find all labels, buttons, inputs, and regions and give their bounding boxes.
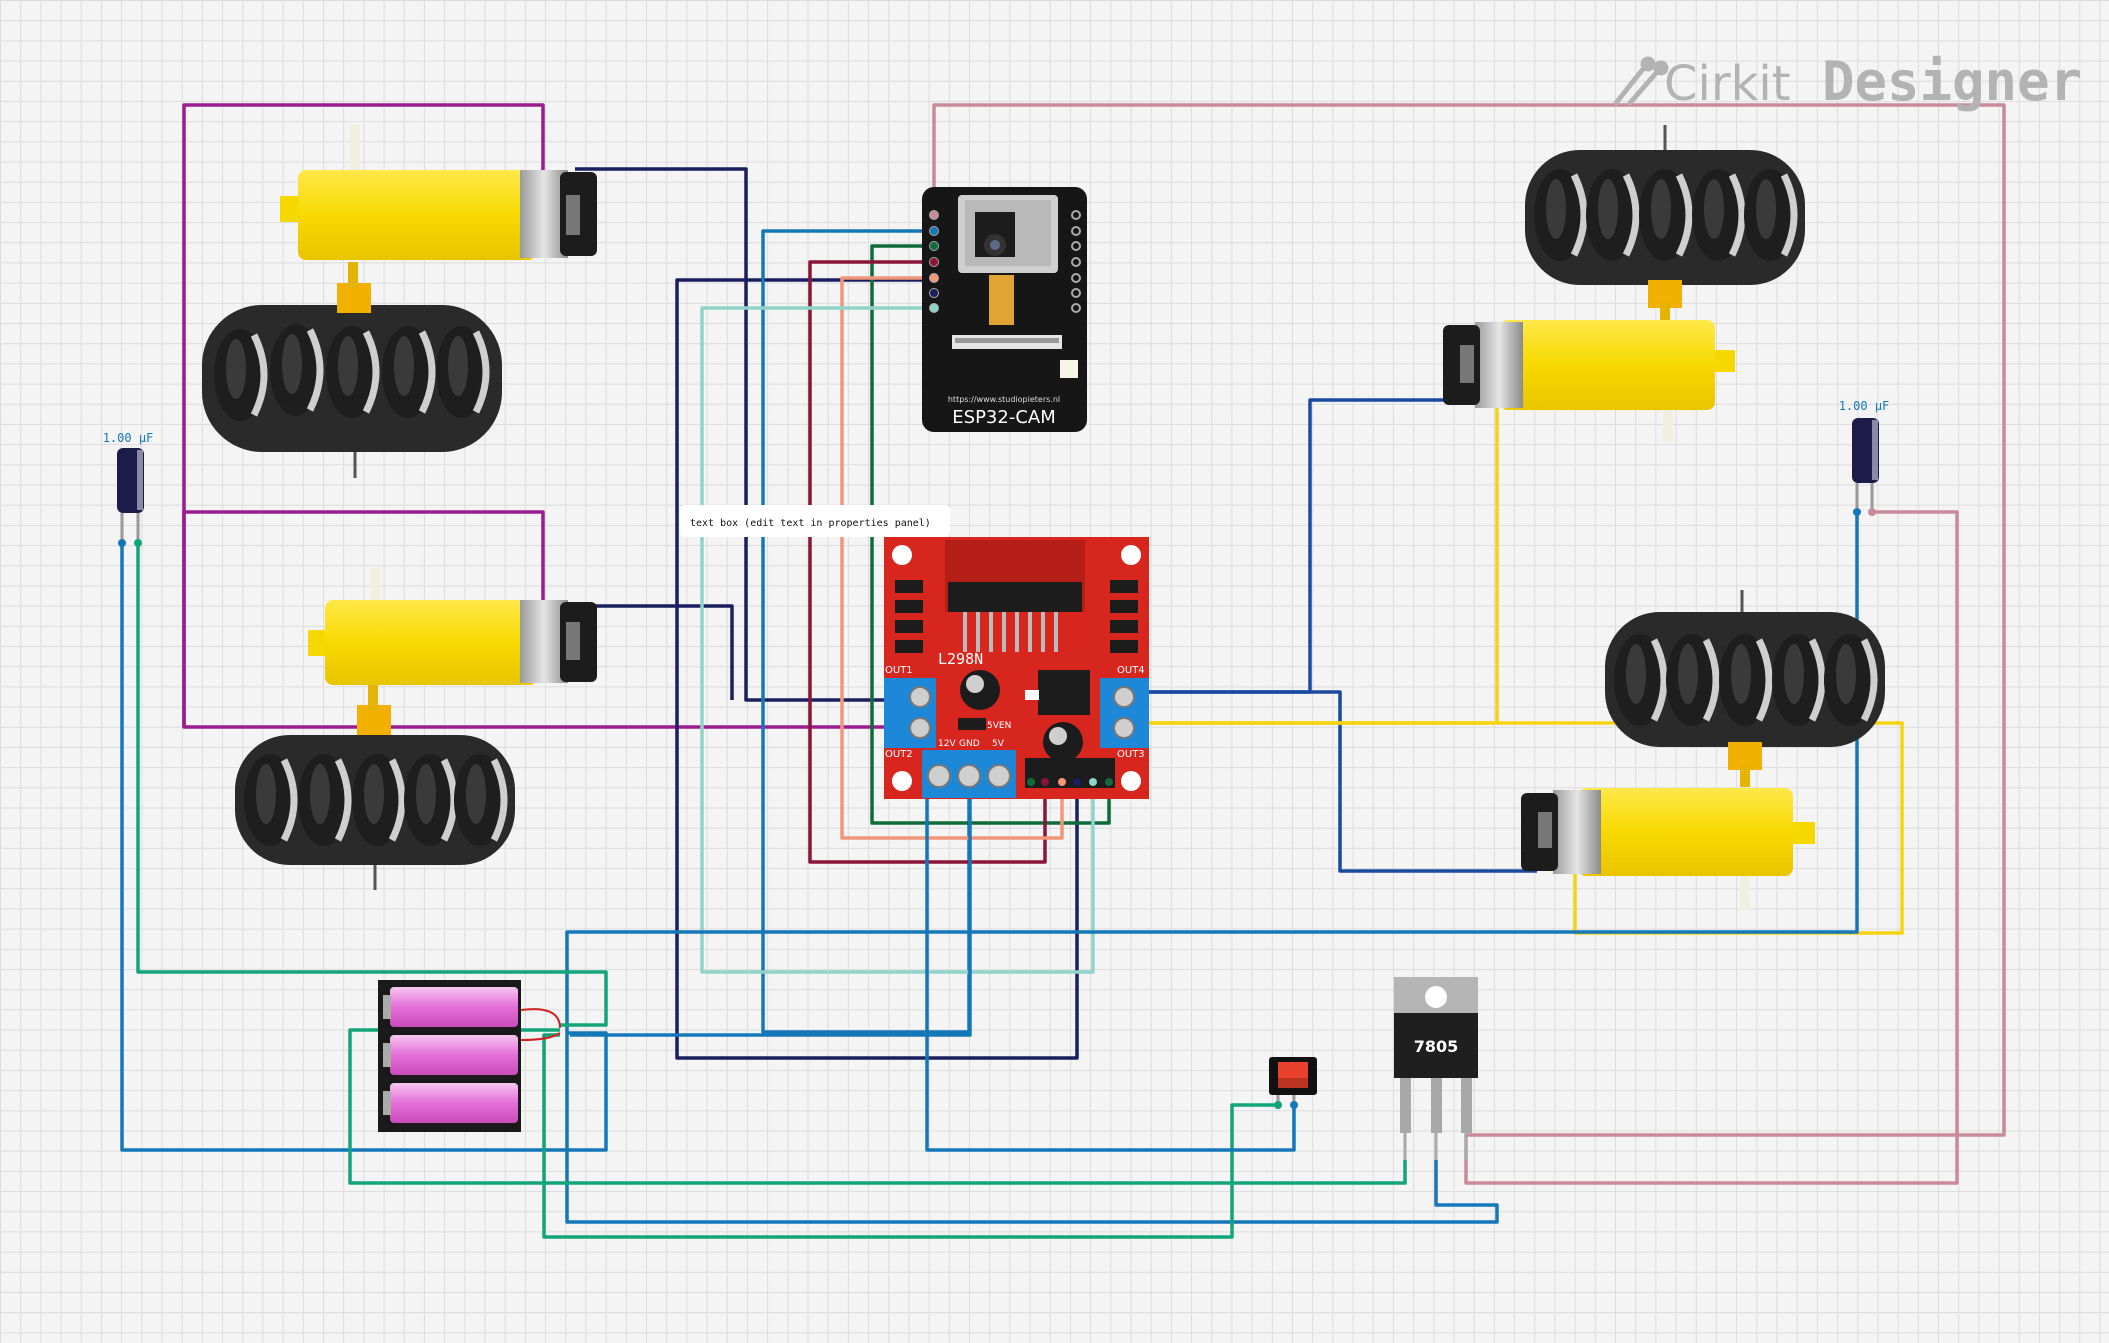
- esp32-label: ESP32-CAM: [952, 407, 1055, 428]
- l298n-5ven: 5VEN: [987, 721, 1011, 731]
- l298n-gnd: GND: [959, 739, 980, 749]
- l298n-out4: OUT4: [1117, 665, 1145, 676]
- l298n-5v: 5V: [992, 739, 1005, 749]
- text-box[interactable]: text box (edit text in properties panel): [680, 505, 950, 537]
- wire-sea-capleft[interactable]: [136, 543, 608, 1027]
- wire-navy-2[interactable]: [575, 604, 734, 700]
- wire-pink-cap[interactable]: [1464, 510, 1959, 1185]
- capacitor-left-value: 1.00 µF: [103, 431, 154, 445]
- battery-pack-3x18650[interactable]: [378, 980, 561, 1132]
- wire-yellow-m3[interactable]: [1146, 400, 1499, 725]
- wire-teal-capleft[interactable]: [120, 543, 608, 1152]
- motor-bottom-right[interactable]: [1521, 590, 1885, 910]
- regulator-7805[interactable]: 7805: [1394, 977, 1478, 1160]
- capacitor-left[interactable]: 1.00 µF: [103, 431, 154, 547]
- l298n-out3: OUT3: [1117, 749, 1145, 760]
- wire-teal-capright[interactable]: [565, 512, 1859, 1224]
- l298n-terminal-out12[interactable]: [884, 678, 936, 748]
- wire-teal-switch[interactable]: [925, 780, 1296, 1152]
- wire-sea-switch[interactable]: [542, 1033, 1278, 1239]
- wire-salmon-esp[interactable]: [840, 276, 1064, 840]
- wires: [120, 103, 2006, 1239]
- motor-top-right[interactable]: [1443, 125, 1805, 442]
- l298n-terminal-power[interactable]: [922, 750, 1016, 798]
- mecanum-wheel-br[interactable]: [1605, 590, 1885, 747]
- cirkit-logo-icon: [1613, 56, 1669, 106]
- rocker-switch[interactable]: [1269, 1057, 1317, 1109]
- wire-purple-2[interactable]: [182, 510, 545, 727]
- cirkit-designer-logo: Cirkit Designer: [1613, 50, 2082, 113]
- mecanum-wheel-tr[interactable]: [1525, 125, 1805, 285]
- motor-bottom-left[interactable]: [235, 568, 597, 890]
- brand-cirkit: Cirkit: [1664, 56, 1791, 112]
- l298n-driver[interactable]: L298N OUT1 OUT2 OUT3 OUT4 12V GND 5V 5VE…: [884, 537, 1149, 799]
- wire-teal-l298-esp[interactable]: [570, 782, 972, 1037]
- l298n-12v: 12V: [938, 739, 956, 749]
- l298n-out2: OUT2: [885, 749, 913, 760]
- mecanum-wheel-tl[interactable]: [202, 305, 502, 478]
- l298n-terminal-out34[interactable]: [1100, 678, 1149, 748]
- regulator-label: 7805: [1414, 1037, 1459, 1056]
- l298n-label: L298N: [938, 650, 983, 668]
- wire-mint-esp[interactable]: [700, 306, 1095, 974]
- brand-designer: Designer: [1822, 50, 2082, 113]
- l298n-out1: OUT1: [885, 665, 913, 676]
- wire-blue-m3[interactable]: [1146, 398, 1461, 694]
- wire-maroon-esp[interactable]: [808, 260, 1047, 864]
- mecanum-wheel-bl[interactable]: [235, 735, 515, 890]
- esp32-url: https://www.studiopieters.nl: [948, 395, 1060, 404]
- motor-top-left[interactable]: [202, 125, 597, 478]
- capacitor-right-value: 1.00 µF: [1839, 399, 1890, 413]
- text-box-label: text box (edit text in properties panel): [690, 518, 931, 529]
- wire-blue-m4[interactable]: [1146, 690, 1537, 873]
- wire-green-esp[interactable]: [870, 244, 1111, 825]
- capacitor-right[interactable]: 1.00 µF: [1839, 399, 1890, 516]
- wire-purple-1[interactable]: [182, 103, 895, 729]
- esp32-cam-board[interactable]: https://www.studiopieters.nl ESP32-CAM: [922, 187, 1087, 432]
- wire-navy-1[interactable]: [575, 167, 895, 702]
